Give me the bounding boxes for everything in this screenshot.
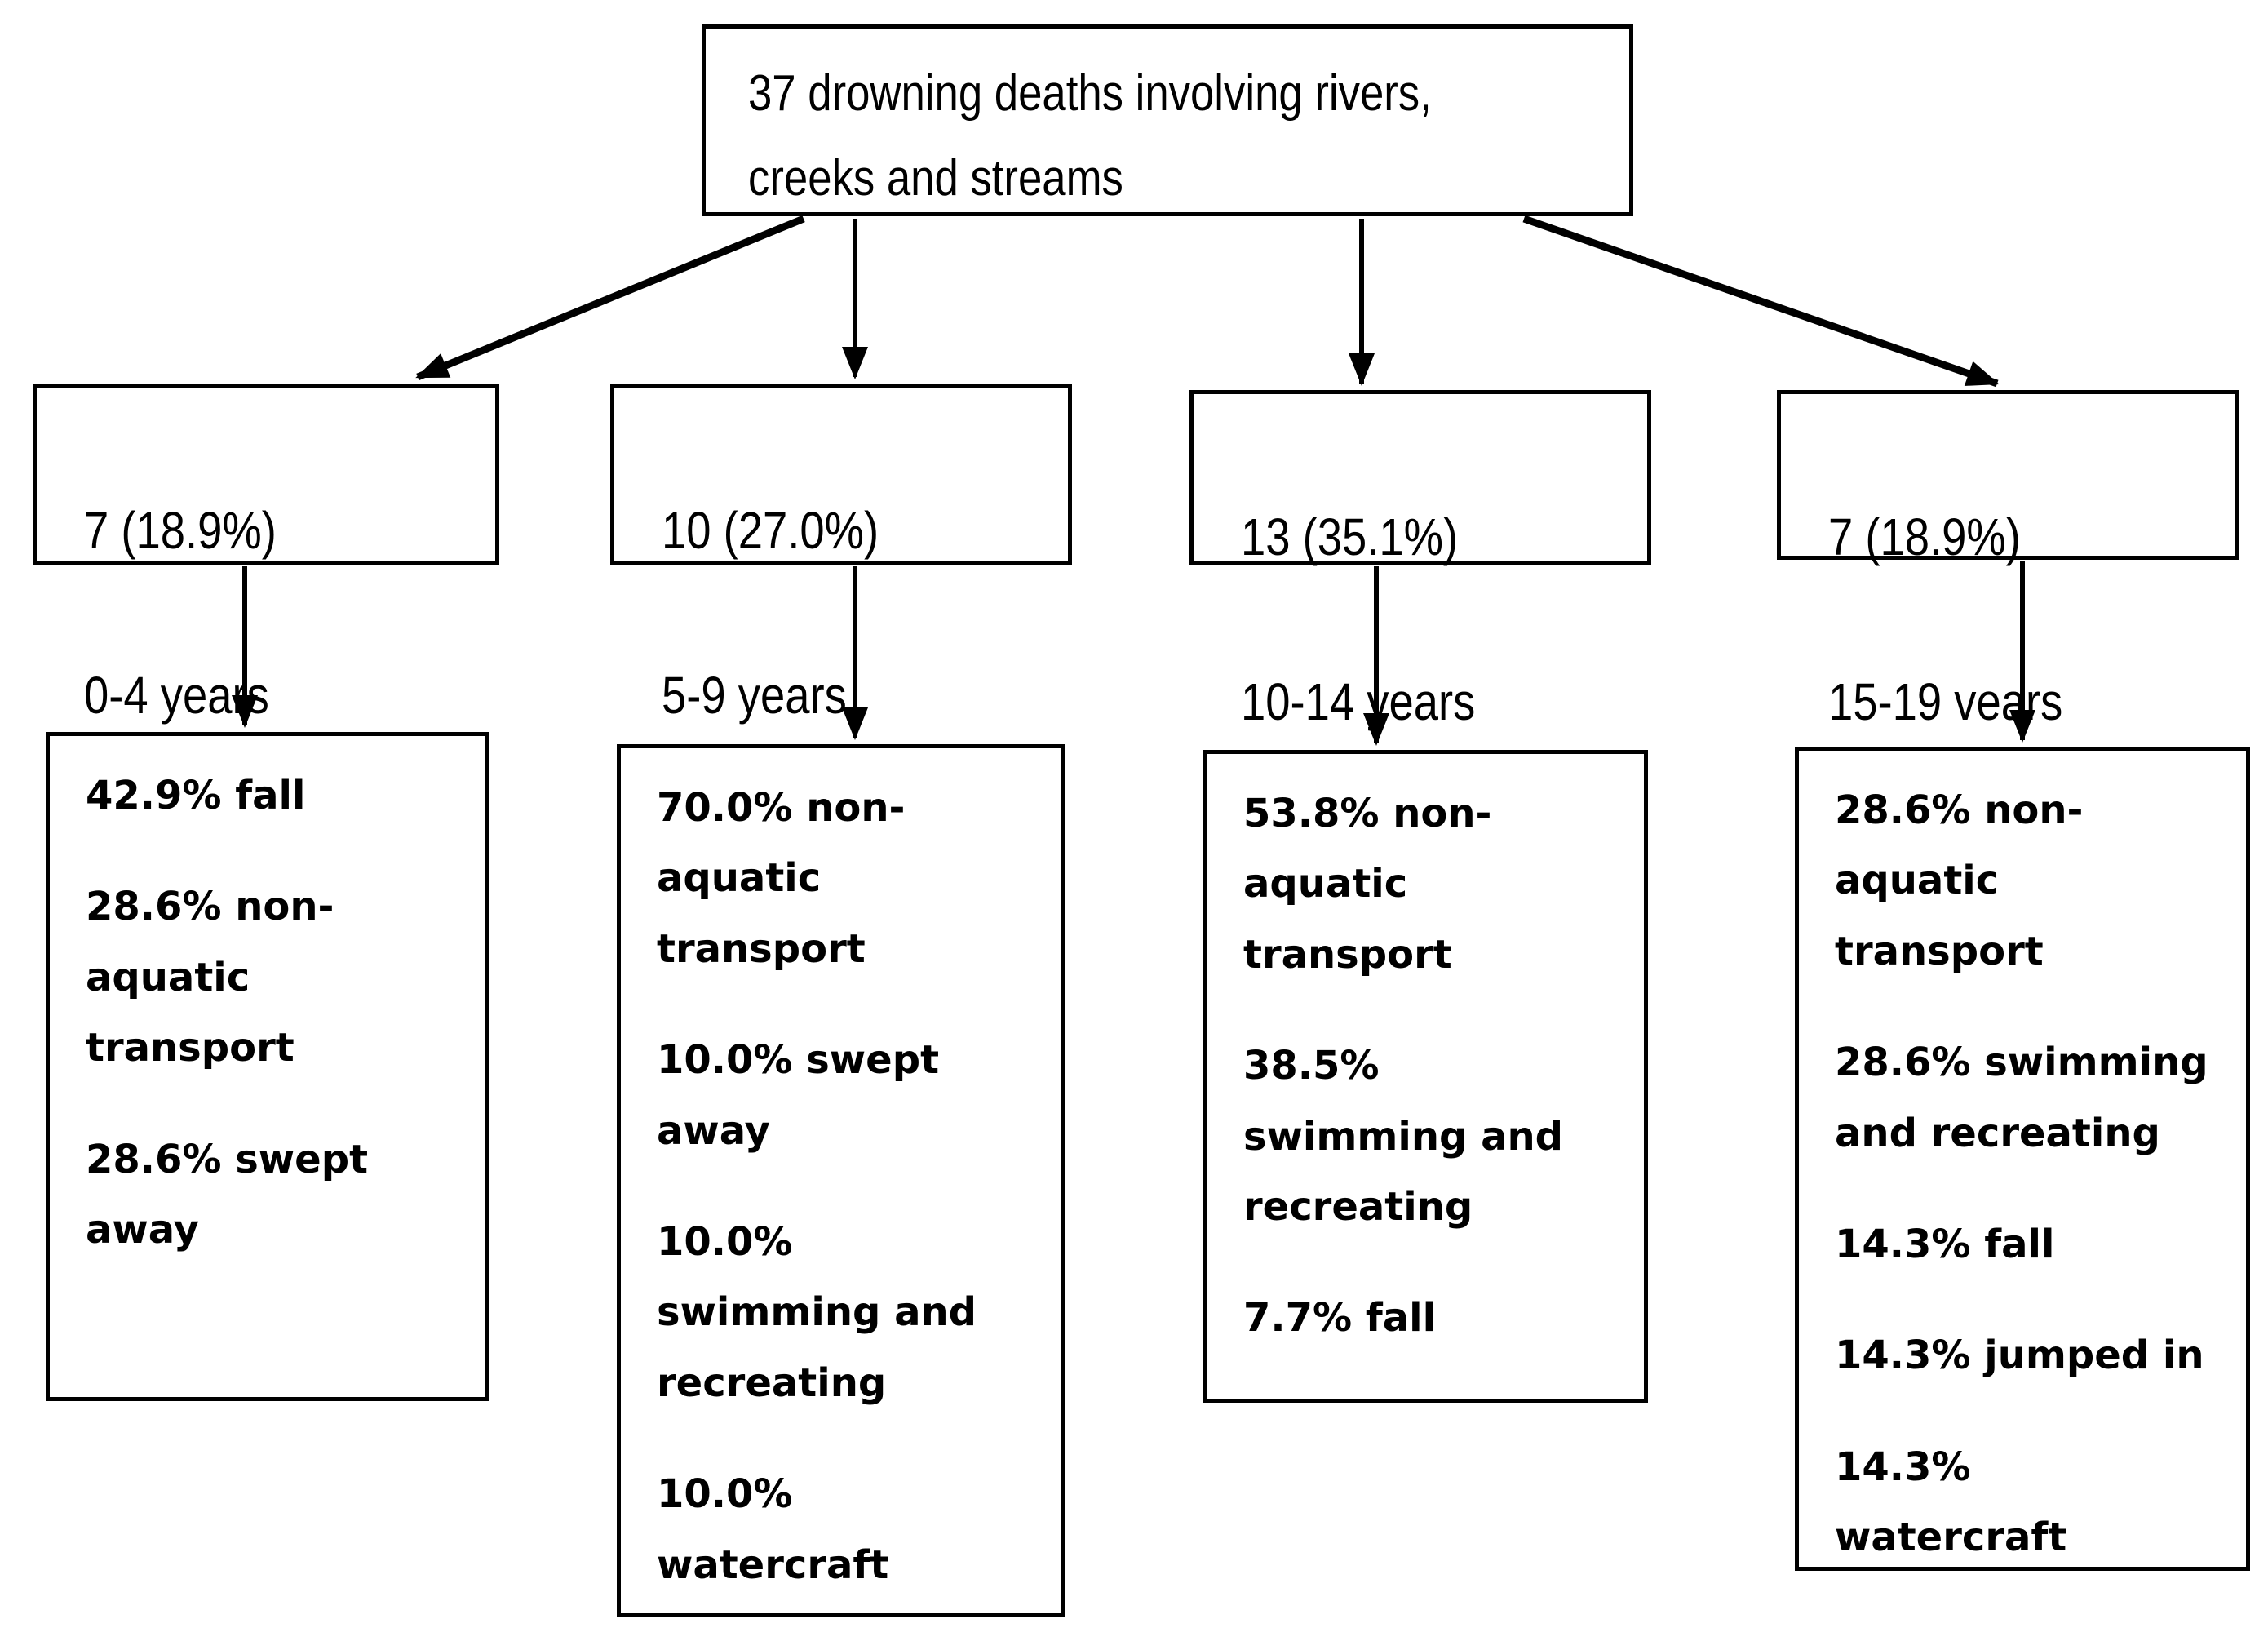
- outcome-item: 10.0% swimming and recreating: [657, 1218, 977, 1406]
- outcome-item: 14.3% jumped in: [1835, 1333, 2204, 1379]
- outcome-item: 14.3% watercraft: [1835, 1444, 2067, 1561]
- outcome-item: 38.5% swimming and recreating: [1243, 1043, 1564, 1230]
- outcome-item: 42.9% fall: [86, 773, 306, 818]
- arrow-root-to-age-15-19: [1522, 215, 2000, 388]
- outcome-item: 14.3% fall: [1835, 1221, 2055, 1267]
- age-10-14-count-label: 13 (35.1%): [1241, 508, 1459, 567]
- outcome-item: 28.6% non- aquatic transport: [1835, 787, 2084, 974]
- age-box-5-9: 10 (27.0%) 5-9 years: [610, 384, 1072, 725]
- age-0-4-count-label: 7 (18.9%): [84, 501, 277, 561]
- outcome-box-10-14: 53.8% non- aquatic transport 38.5% swimm…: [1203, 750, 1648, 1403]
- arrow-root-to-age-0-4: [415, 215, 805, 381]
- age-15-19-range-label: 15-19 vears: [1828, 672, 2063, 732]
- age-5-9-range-label: 5-9 years: [662, 666, 847, 725]
- outcome-item: 28.6% non- aquatic transport: [86, 884, 334, 1071]
- outcome-box-5-9: 70.0% non- aquatic transport 10.0% swept…: [617, 744, 1065, 1617]
- outcome-box-0-4: 42.9% fall 28.6% non- aquatic transport …: [46, 732, 489, 1401]
- outcome-item: 10.0% swept away: [657, 1037, 940, 1154]
- root-total-label: 37 drowning deaths involving rivers, cre…: [748, 65, 1432, 207]
- age-15-19-count-label: 7 (18.9%): [1828, 508, 2021, 567]
- outcome-box-15-19: 28.6% non- aquatic transport 28.6% swimm…: [1795, 747, 2250, 1571]
- outcome-item: 28.6% swimming and recreating: [1835, 1040, 2208, 1156]
- outcome-item: 10.0% watercraft: [657, 1471, 889, 1588]
- outcome-item: 70.0% non- aquatic transport: [657, 785, 906, 972]
- age-5-9-count-label: 10 (27.0%): [662, 501, 879, 561]
- age-box-0-4: 7 (18.9%) 0-4 years: [33, 384, 499, 725]
- age-box-15-19: 7 (18.9%) 15-19 vears: [1777, 390, 2239, 731]
- outcome-item: 28.6% swept away: [86, 1136, 369, 1253]
- outcome-item: 7.7% fall: [1243, 1295, 1437, 1342]
- age-10-14-range-label: 10-14 years: [1241, 672, 1476, 732]
- outcome-item: 53.8% non- aquatic transport: [1243, 791, 1492, 978]
- age-box-10-14: 13 (35.1%) 10-14 years: [1189, 390, 1651, 731]
- age-0-4-range-label: 0-4 years: [84, 666, 269, 725]
- root-total-box: 37 drowning deaths involving rivers, cre…: [702, 24, 1633, 216]
